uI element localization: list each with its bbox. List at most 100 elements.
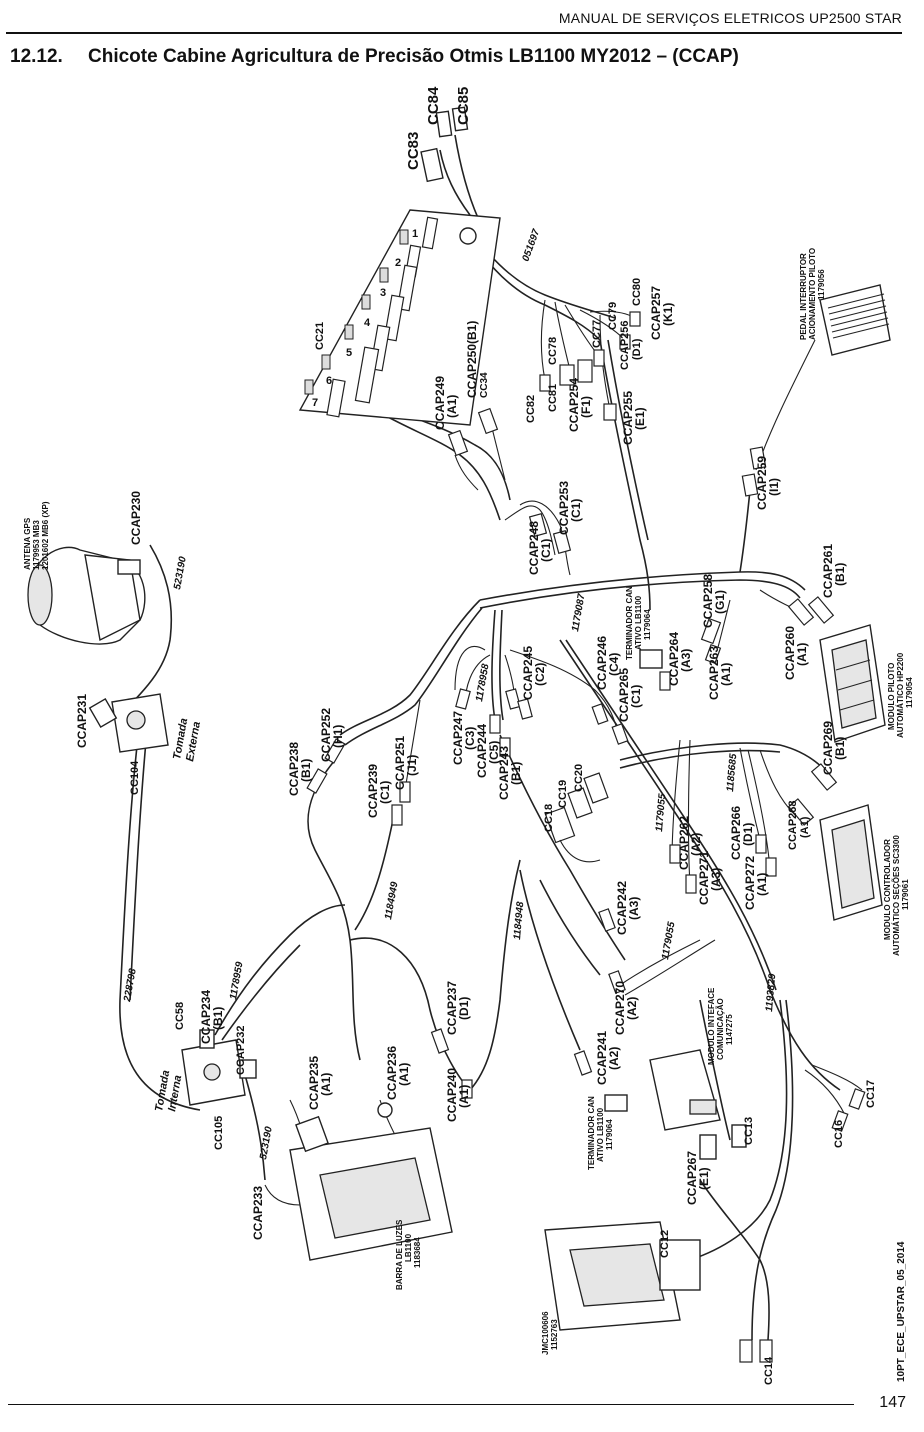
label-ccap235: CCAP235	[307, 1056, 321, 1110]
component-labels: ANTENA GPS 1179953 MB3 1201602 MB6 (XP) …	[23, 228, 914, 1355]
label-ccap250: CCAP250(B1)	[465, 321, 479, 398]
harness-1178958: 1178958	[474, 663, 492, 703]
label-cc82: CC82	[525, 395, 537, 423]
label-ccap238-pin: (B1)	[299, 759, 313, 782]
antenna-label-1: ANTENA GPS	[23, 517, 32, 570]
modulo-interface-label-3: 1147275	[725, 1014, 734, 1045]
harness-part-numbers: 051697 523190 1179087 1178958 1179055 11…	[122, 227, 778, 1160]
label-cc77: CC77	[591, 320, 603, 348]
label-cc80: CC80	[631, 278, 643, 306]
panel-slot-2: 2	[395, 257, 401, 269]
panel-slot-7: 7	[312, 397, 318, 409]
label-ccap248-pin: (C1)	[539, 539, 553, 562]
label-ccap235-pin: (A1)	[319, 1073, 333, 1096]
label-ccap237: CCAP237	[445, 981, 459, 1035]
label-cc34: CC34	[479, 372, 490, 398]
label-ccap255: CCAP255	[621, 391, 635, 445]
label-ccap243: CCAP243	[497, 746, 511, 800]
label-ccap237-pin: (D1)	[457, 997, 471, 1020]
label-ccap247-pin: (C3)	[463, 727, 477, 750]
label-ccap266-pin: (D1)	[741, 823, 755, 846]
label-ccap240: CCAP240	[445, 1068, 459, 1122]
label-ccap243-pin: (B1)	[509, 762, 523, 785]
modulo-piloto-label-3: 1179054	[905, 677, 914, 708]
label-ccap268: CCAP268	[787, 800, 799, 850]
jmc-unit	[544, 1221, 701, 1331]
label-ccap270: CCAP270	[613, 981, 627, 1035]
modulo-interface	[649, 1049, 747, 1160]
modulo-secoes-label-2: AUTOMÁTICO SEÇÕES SC3300	[892, 835, 901, 956]
label-ccap256-pin: (D1)	[631, 338, 643, 360]
pedal-label-3: 1179056	[817, 269, 826, 300]
label-ccap241-pin: (A2)	[607, 1047, 621, 1070]
label-cc18: CC18	[543, 804, 555, 832]
label-ccap263-pin: (A1)	[719, 663, 733, 686]
label-ccap265: CCAP265	[617, 668, 631, 722]
connector-cc83-cc85-group	[420, 106, 469, 183]
label-ccap230: CCAP230	[129, 491, 143, 545]
label-cc105: CC105	[213, 1116, 225, 1150]
terminador-top-label-1: TERMINADOR CAN	[625, 586, 634, 660]
section-number: 12.12.	[10, 46, 63, 67]
terminador-bottom-label-2: ATIVO LB1100	[596, 1107, 605, 1162]
label-ccap252: CCAP252	[319, 708, 333, 762]
label-ccap258: CCAP258	[701, 574, 715, 628]
label-ccap249-pin: (A1)	[445, 395, 459, 418]
label-ccap266: CCAP266	[729, 806, 743, 860]
label-cc19: CC19	[557, 780, 569, 808]
label-ccap253-pin: (C1)	[569, 499, 583, 522]
label-ccap269: CCAP269	[821, 721, 835, 775]
harness-051697: 051697	[520, 227, 542, 263]
label-ccap254-pin: (F1)	[579, 396, 593, 418]
label-ccap259: CCAP259	[755, 456, 769, 510]
section-title: 12.12. Chicote Cabine Agricultura de Prec…	[10, 46, 739, 68]
label-ccap231: CCAP231	[75, 694, 89, 748]
label-cc78: CC78	[547, 337, 559, 365]
pedal-switch	[819, 284, 891, 356]
label-ccap245-pin: (C2)	[533, 663, 547, 686]
label-cc14: CC14	[763, 1356, 775, 1385]
modulo-secoes	[819, 804, 883, 921]
harness-1184949: 1184949	[383, 881, 401, 921]
label-ccap258-pin: (G1)	[713, 590, 727, 614]
panel-slot-1: 1	[412, 228, 418, 240]
label-ccap240-pin: (A1)	[457, 1085, 471, 1108]
label-ccap265-pin: (C1)	[629, 685, 643, 708]
label-ccap234-pin: (B1)	[211, 1007, 225, 1030]
label-ccap267-pin: (E1)	[697, 1167, 711, 1190]
label-ccap271: CCAP271	[697, 851, 711, 905]
label-ccap242-pin: (A3)	[627, 897, 641, 920]
panel-slot-4: 4	[364, 317, 371, 329]
label-ccap267: CCAP267	[685, 1151, 699, 1205]
label-ccap245: CCAP245	[521, 646, 535, 700]
label-cc20: CC20	[573, 764, 585, 792]
harness-523190-bottom: 523190	[258, 1125, 275, 1160]
section-title-text: Chicote Cabine Agricultura de Precisão O…	[88, 46, 739, 67]
label-ccap244: CCAP244	[475, 724, 489, 778]
harness-1179087: 1179087	[570, 593, 588, 633]
label-ccap253: CCAP253	[557, 481, 571, 535]
label-ccap239: CCAP239	[366, 764, 380, 818]
label-ccap257: CCAP257	[649, 286, 663, 340]
harness-1193829: 1193829	[764, 973, 778, 1012]
label-cc16: CC16	[833, 1120, 845, 1148]
terminador-can-bottom	[604, 1094, 628, 1112]
terminador-bottom-label-1: TERMINADOR CAN	[587, 1096, 596, 1170]
label-ccap261: CCAP261	[821, 544, 835, 598]
label-ccap249: CCAP249	[433, 376, 447, 430]
label-ccap251: CCAP251	[393, 736, 407, 790]
terminador-top-label-3: 1179064	[643, 609, 652, 640]
label-ccap252-pin: (H1)	[331, 725, 345, 748]
pedal-label-1: PEDAL INTERRUPTOR	[799, 253, 808, 340]
label-cc21: CC21	[314, 322, 326, 350]
label-ccap272-pin: (A1)	[755, 873, 769, 896]
connector-labels: CC83 CC84 CC85 CC21 CC82 CC81 CC78 CC77 …	[75, 86, 877, 1385]
connector-panel	[298, 209, 501, 426]
label-ccap239-pin: (C1)	[378, 781, 392, 804]
label-cc12: CC12	[659, 1230, 671, 1258]
label-ccap232: CCAP232	[235, 1025, 247, 1075]
harness-228798: 228798	[122, 967, 139, 1003]
label-ccap261-pin: (B1)	[833, 563, 847, 586]
label-ccap247: CCAP247	[451, 711, 465, 765]
